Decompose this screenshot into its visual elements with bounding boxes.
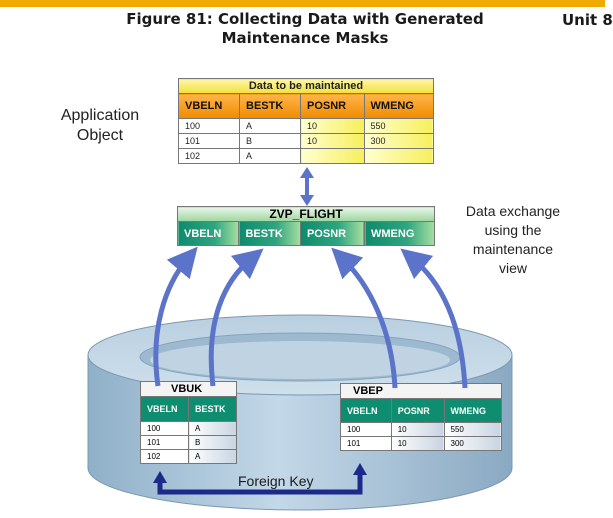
vbep-header: WMENG [443,398,502,423]
top-accent-bar [0,0,605,7]
data-table-caption: Data to be maintained [178,78,434,94]
table-cell: 102 [140,449,189,464]
vbep-table: VBEP VBELN POSNR WMENG 100 10 550 101 10… [340,383,502,451]
vbep-caption: VBEP [340,383,502,399]
vbuk-table: VBUK VBELN BESTK 100 A 101 B 102 A [140,381,237,464]
application-object-line-1: Application [60,107,140,124]
table-row: 100 10 550 [340,422,502,437]
vbuk-header: VBELN [140,396,189,422]
table-cell: 101 [178,133,240,149]
vbuk-caption: VBUK [140,381,237,397]
table-cell: 10 [300,133,365,149]
data-to-be-maintained-table: Data to be maintained VBELN BESTK POSNR … [178,78,435,164]
data-exchange-line-3: maintenance [472,241,554,257]
data-exchange-line-4: view [498,260,527,276]
table-row: 100 A 10 550 [178,118,435,134]
view-header: VBELN [176,221,240,246]
table-cell: B [239,133,301,149]
data-table-header: POSNR [300,93,365,119]
table-row: 102 A [140,449,237,464]
figure-title: Figure 81: Collecting Data with Generate… [110,10,500,48]
table-cell: 101 [340,436,392,451]
data-table-header: VBELN [178,93,240,119]
figure-title-line-1: Figure 81: Collecting Data with Generate… [126,10,484,28]
table-row: 101 B [140,435,237,450]
view-caption: ZVP_FLIGHT [177,206,435,222]
table-row: 100 A [140,421,237,436]
table-cell: 10 [390,436,445,451]
vbep-header: VBELN [340,398,392,423]
table-cell: 101 [140,435,189,450]
view-header: BESTK [238,221,301,246]
table-cell: 102 [178,148,240,164]
table-cell [363,148,435,164]
table-cell: A [239,148,301,164]
table-row: 102 A [178,148,435,164]
maintenance-view-table: ZVP_FLIGHT VBELN BESTK POSNR WMENG [176,206,435,246]
table-cell: 10 [300,118,365,134]
table-cell: A [239,118,301,134]
application-object-line-2: Object [76,127,124,144]
table-cell: 100 [178,118,240,134]
unit-label: Unit 8 [562,11,613,29]
table-cell: A [188,449,237,464]
table-cell: 100 [340,422,392,437]
figure-title-line-2: Maintenance Masks [221,29,389,47]
table-cell: A [188,421,237,436]
table-cell: 300 [443,436,502,451]
table-cell [300,148,365,164]
foreign-key-label: Foreign Key [238,473,314,489]
table-cell: 100 [140,421,189,436]
view-header: WMENG [364,221,435,246]
table-cell: 10 [390,422,445,437]
data-exchange-line-2: using the [484,222,542,238]
view-header: POSNR [299,221,366,246]
data-exchange-line-1: Data exchange [465,203,561,219]
table-cell: B [188,435,237,450]
application-object-label: Application Object [40,106,160,146]
table-cell: 300 [363,133,435,149]
data-exchange-label: Data exchange using the maintenance view [448,202,578,278]
table-cell: 550 [363,118,435,134]
data-table-header: WMENG [363,93,435,119]
table-row: 101 B 10 300 [178,133,435,149]
vbuk-header: BESTK [188,396,237,422]
vbep-header: POSNR [390,398,445,423]
table-row: 101 10 300 [340,436,502,451]
data-table-header: BESTK [239,93,301,119]
table-cell: 550 [443,422,502,437]
